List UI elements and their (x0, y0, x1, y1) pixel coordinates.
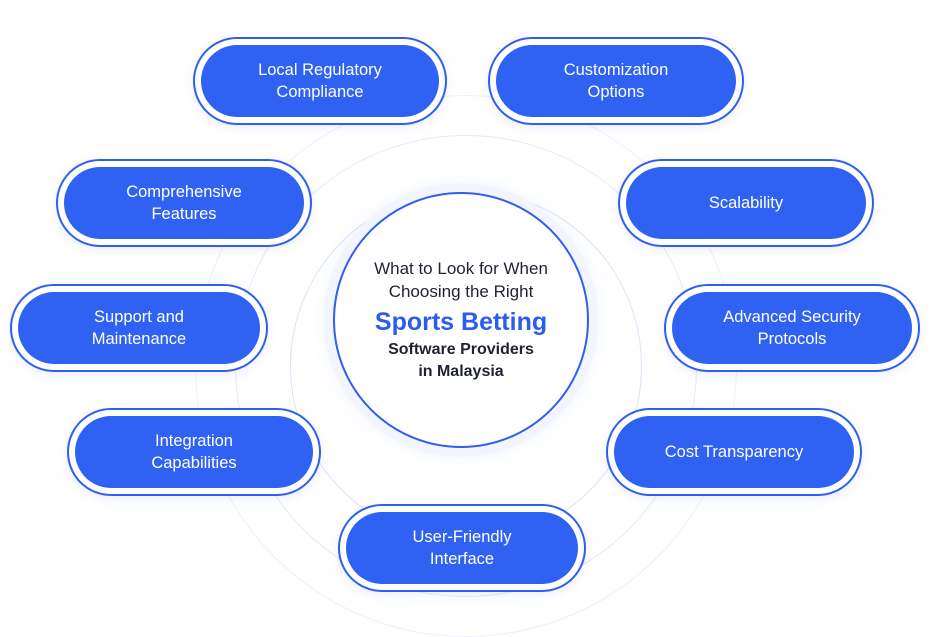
node-support-and-maintenance[interactable]: Support and Maintenance (10, 284, 268, 372)
node-comprehensive-features[interactable]: Comprehensive Features (56, 159, 312, 247)
center-line-3: Software Providers (388, 341, 534, 358)
node-label: Support and Maintenance (18, 292, 260, 364)
node-scalability[interactable]: Scalability (618, 159, 874, 247)
node-cost-transparency[interactable]: Cost Transparency (606, 408, 862, 496)
node-label: Scalability (626, 167, 866, 239)
center-circle: What to Look for When Choosing the Right… (333, 192, 589, 448)
node-integration-capabilities[interactable]: Integration Capabilities (67, 408, 321, 496)
node-user-friendly-interface[interactable]: User-Friendly Interface (338, 504, 586, 592)
node-label: Advanced Security Protocols (672, 292, 912, 364)
node-label: User-Friendly Interface (346, 512, 578, 584)
center-headline: Sports Betting (374, 308, 548, 336)
node-label: Integration Capabilities (75, 416, 313, 488)
node-advanced-security-protocols[interactable]: Advanced Security Protocols (664, 284, 920, 372)
center-line-2: Choosing the Right (388, 282, 534, 301)
center-line-4: in Malaysia (418, 363, 504, 380)
center-line-1: What to Look for When (374, 259, 548, 278)
node-label: Comprehensive Features (64, 167, 304, 239)
node-label: Local Regulatory Compliance (201, 45, 439, 117)
node-label: Cost Transparency (614, 416, 854, 488)
node-local-regulatory-compliance[interactable]: Local Regulatory Compliance (193, 37, 447, 125)
node-customization-options[interactable]: Customization Options (488, 37, 744, 125)
node-label: Customization Options (496, 45, 736, 117)
diagram: What to Look for When Choosing the Right… (10, 37, 920, 637)
